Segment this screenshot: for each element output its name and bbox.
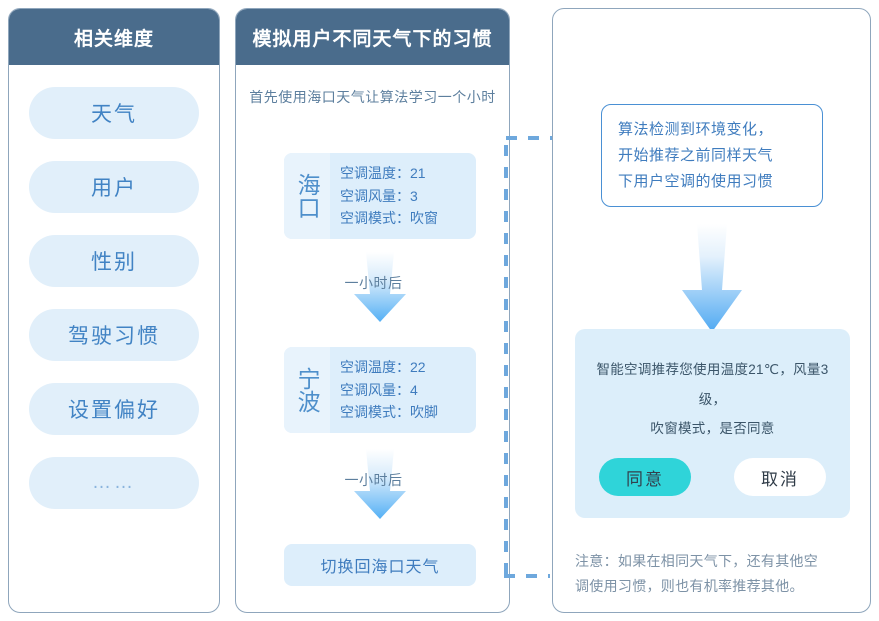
weather-card-details: 空调温度：22 空调风量：4 空调模式：吹脚 [330,347,476,433]
footnote-line-2: 调使用习惯，则也有机率推荐其他。 [575,577,804,594]
simulation-panel-header: 模拟用户不同天气下的习惯 [236,9,509,65]
recommendation-panel: 算法检测到环境变化， 开始推荐之前同样天气 下用户空调的使用习惯 智能空调推荐您… [552,8,871,613]
callout-line-2: 开始推荐之前同样天气 [618,146,774,164]
simulation-panel: 模拟用户不同天气下的习惯 首先使用海口天气让算法学习一个小时 海口 空调温度：2… [235,8,510,613]
callout-line-1: 算法检测到环境变化， [618,121,774,138]
dimension-pill-label: 天气 [91,103,137,126]
dialog-line-2: 吹窗模式，是否同意 [650,421,775,437]
ac-temperature-line: 空调温度：22 [340,359,426,375]
dialog-line-1: 智能空调推荐您使用温度21℃，风量3级， [596,362,829,407]
dimension-pill-user[interactable]: 用户 [29,161,199,213]
dimension-pill-label: 驾驶习惯 [68,325,160,348]
dimension-pill-more[interactable]: …… [29,457,199,509]
cancel-button[interactable]: 取消 [734,458,826,497]
hour-passed-arrow-1-icon [354,252,406,322]
agree-button[interactable]: 同意 [599,458,691,497]
simulation-panel-title: 模拟用户不同天气下的习惯 [252,28,493,50]
weather-card-city-label: 宁波 [284,347,330,433]
dimensions-panel: 相关维度 天气 用户 性别 驾驶习惯 设置偏好 …… [8,8,220,613]
ac-mode-line: 空调模式：吹窗 [340,210,438,227]
dialog-button-row: 同意 取消 [595,458,830,497]
ac-fanspeed-line: 空调风量：4 [340,381,418,398]
switch-back-label: 切换回海口天气 [320,559,440,576]
dimension-pill-weather[interactable]: 天气 [29,87,199,139]
recommendation-dialog: 智能空调推荐您使用温度21℃，风量3级， 吹窗模式，是否同意 同意 取消 [575,329,850,519]
ac-mode-line: 空调模式：吹脚 [340,404,438,421]
ac-temperature-line: 空调温度：21 [340,165,426,181]
dimension-pill-label: 设置偏好 [68,399,160,422]
algorithm-callout: 算法检测到环境变化， 开始推荐之前同样天气 下用户空调的使用习惯 [601,104,823,208]
footnote: 注意：如果在相同天气下，还有其他空 调使用习惯，则也有机率推荐其他。 [575,549,855,598]
dimension-pill-driving-habit[interactable]: 驾驶习惯 [29,309,199,361]
ac-fanspeed-line: 空调风量：3 [340,187,418,204]
weather-card-haikou: 海口 空调温度：21 空调风量：3 空调模式：吹窗 [284,153,476,239]
flow-down-arrow-icon [682,224,742,332]
dimension-pill-settings-preference[interactable]: 设置偏好 [29,383,199,435]
weather-card-ningbo: 宁波 空调温度：22 空调风量：4 空调模式：吹脚 [284,347,476,433]
dimensions-panel-title: 相关维度 [73,28,154,50]
dimension-pill-list: 天气 用户 性别 驾驶习惯 设置偏好 …… [9,65,219,509]
weather-card-city-label: 海口 [284,153,330,239]
dimension-pill-label: 性别 [91,251,137,274]
dimension-pill-label: 用户 [91,177,137,200]
footnote-line-1: 注意：如果在相同天气下，还有其他空 [575,553,819,569]
hour-passed-label-1: 一小时后 [344,275,403,291]
recommendation-panel-body: 算法检测到环境变化， 开始推荐之前同样天气 下用户空调的使用习惯 智能空调推荐您… [553,9,870,612]
switch-back-to-haikou-box[interactable]: 切换回海口天气 [284,544,476,586]
callout-line-3: 下用户空调的使用习惯 [618,172,774,190]
dimension-pill-gender[interactable]: 性别 [29,235,199,287]
hour-passed-arrow-2-icon [354,449,406,519]
dimension-pill-label: …… [92,472,136,493]
simulation-caption: 首先使用海口天气让算法学习一个小时 [249,89,496,105]
weather-card-details: 空调温度：21 空调风量：3 空调模式：吹窗 [330,153,476,239]
simulation-panel-body: 首先使用海口天气让算法学习一个小时 海口 空调温度：21 空调风量：3 空调模式… [236,87,509,612]
dimensions-panel-header: 相关维度 [9,9,219,65]
hour-passed-label-2: 一小时后 [344,472,403,488]
dimensions-panel-body: 天气 用户 性别 驾驶习惯 设置偏好 …… [9,65,219,509]
